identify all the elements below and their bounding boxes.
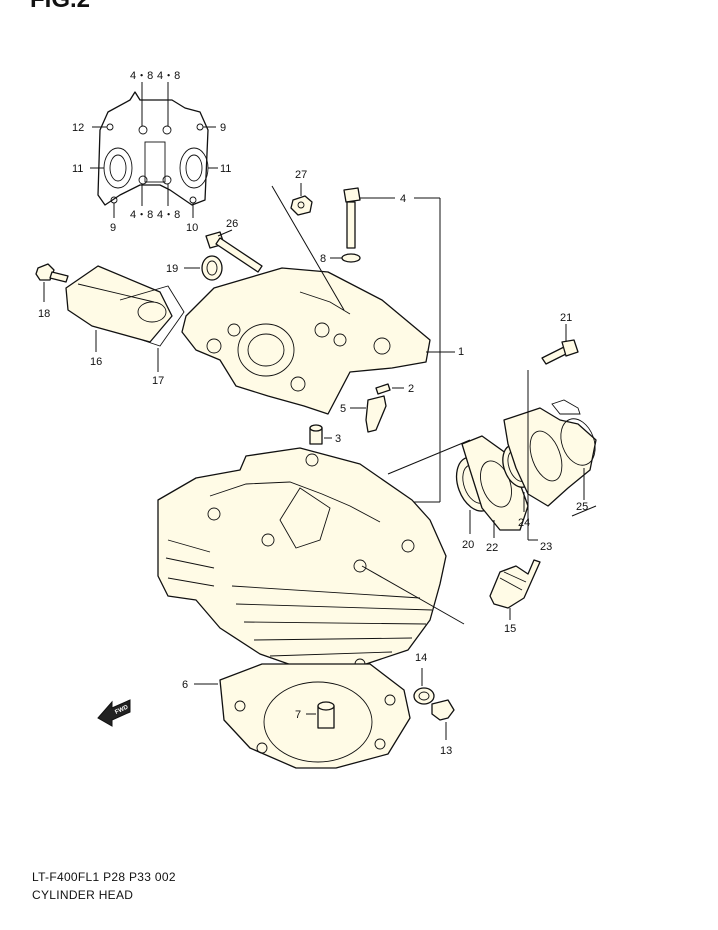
callout-17: 17: [152, 375, 164, 387]
callout-4: 4: [400, 193, 406, 205]
inset-label-11-right: 11: [220, 163, 231, 175]
callout-20: 20: [462, 539, 474, 551]
callout-26: 26: [226, 218, 238, 230]
callout-7: 7: [295, 709, 301, 721]
part-21-bolt: [541, 324, 579, 365]
part-16-cover: [65, 265, 173, 352]
callout-1: 1: [458, 346, 464, 358]
part-5-valve-guide: [350, 395, 387, 433]
callout-19: 19: [166, 263, 178, 275]
part-2-pin: [375, 383, 404, 395]
cylinder-head-cover-inset: [90, 82, 218, 218]
callout-16: 16: [90, 356, 102, 368]
part-27-nut: [290, 183, 313, 216]
part-7-dowel: [306, 701, 335, 729]
part-17-gasket: [119, 285, 185, 372]
callout-27: 27: [295, 169, 307, 181]
inset-label-11-left: 11: [72, 163, 83, 175]
inset-label-12: 12: [72, 122, 84, 134]
part-3-dowel: [309, 424, 332, 445]
footer-code: LT-F400FL1 P28 P33 002: [32, 870, 176, 884]
part-14-washer: [413, 668, 435, 705]
callout-23: 23: [540, 541, 552, 553]
inset-label-bottom-right: 4・8: [157, 209, 180, 221]
part-25-intake-pipe: [503, 399, 597, 517]
inset-label-9-right: 9: [220, 122, 226, 134]
callout-2: 2: [408, 383, 414, 395]
fwd-label: FWD: [114, 704, 130, 715]
callout-25: 25: [576, 501, 588, 513]
cam-housing: [181, 185, 431, 415]
inset-label-9-bottom: 9: [110, 222, 116, 234]
callout-14: 14: [415, 652, 427, 664]
figure-header: FIG.2: [30, 0, 90, 14]
callout-18: 18: [38, 308, 50, 320]
callout-13: 13: [440, 745, 452, 757]
cylinder-head: [157, 439, 471, 670]
inset-label-bottom-left: 4・8: [130, 209, 153, 221]
callout-3: 3: [335, 433, 341, 445]
part-19-collar: [184, 255, 223, 281]
callout-22: 22: [486, 542, 498, 554]
part-6-head-gasket: [194, 663, 411, 769]
callout-8: 8: [320, 253, 326, 265]
part-18-bolt: [35, 263, 69, 302]
part-8-washer: [330, 253, 361, 263]
callout-15: 15: [504, 623, 516, 635]
leader-part-1: [410, 197, 455, 503]
part-22-spacer: [461, 435, 529, 538]
inset-label-10: 10: [186, 222, 198, 234]
inset-label-top-right: 4・8: [157, 70, 180, 82]
part-26-bolt: [205, 229, 263, 273]
footer-title: CYLINDER HEAD: [32, 888, 134, 902]
part-15-spark-plug: [489, 559, 541, 620]
callout-24: 24: [518, 517, 530, 529]
callout-6: 6: [182, 679, 188, 691]
part-4-bolt: [343, 187, 395, 249]
callout-21: 21: [560, 312, 572, 324]
leader-part-23: [527, 370, 538, 541]
fwd-arrow-icon: FWD: [97, 699, 131, 727]
callout-5: 5: [340, 403, 346, 415]
inset-label-top-left: 4・8: [130, 70, 153, 82]
part-13-plug: [431, 699, 455, 740]
